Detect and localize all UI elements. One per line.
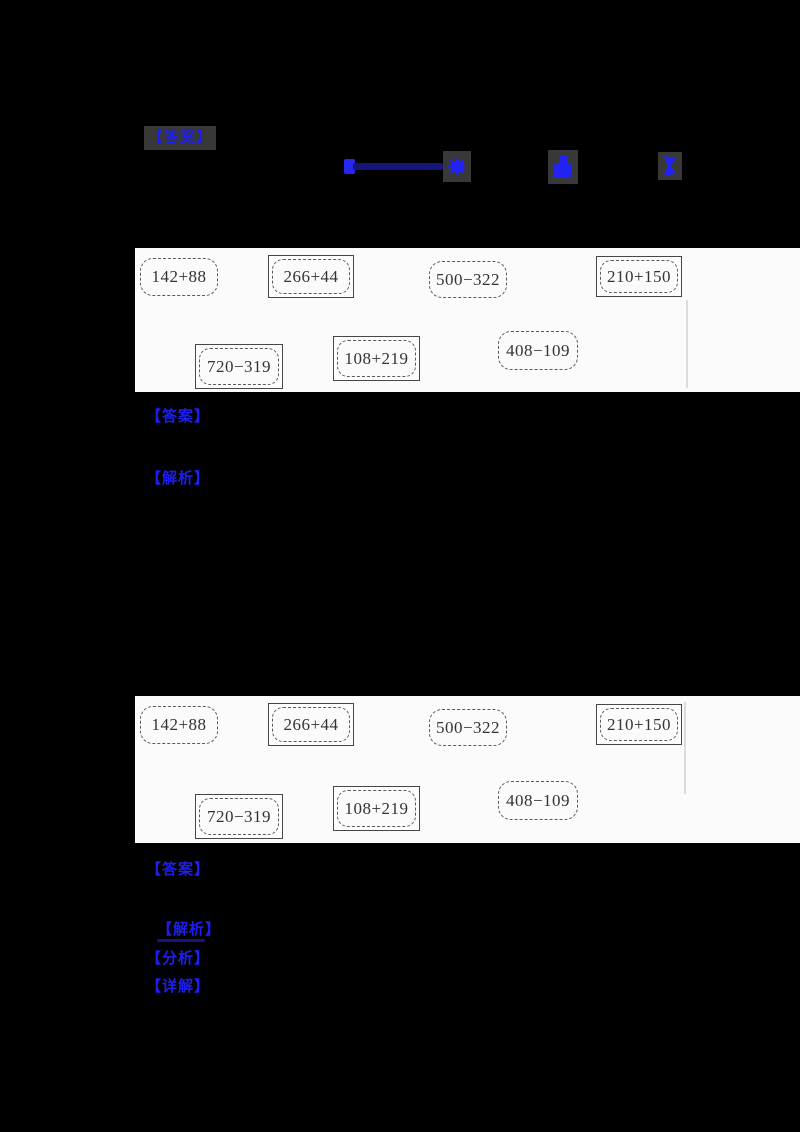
house-mark-highlight — [548, 150, 578, 184]
label-underline-bar — [157, 939, 205, 942]
detail-label: 【详解】 — [146, 978, 211, 995]
expression-box: 408−109 — [498, 331, 578, 370]
worksheet-image-panel-2: 142+88 266+44 500−322 210+150 720−319 10… — [135, 696, 800, 843]
expression-box-circled: 266+44 — [268, 255, 354, 298]
expression-text: 720−319 — [199, 798, 279, 835]
expression-text: 108+219 — [337, 790, 416, 827]
expression-box: 500−322 — [429, 709, 507, 746]
bracket-mark-icon — [664, 156, 676, 176]
expression-box: 500−322 — [429, 261, 507, 298]
expression-text: 108+219 — [337, 340, 416, 377]
expression-text: 142+88 — [140, 258, 218, 296]
expression-box-circled: 210+150 — [596, 704, 682, 745]
expression-text: 266+44 — [272, 259, 350, 294]
expression-box: 142+88 — [140, 706, 218, 744]
expression-text: 266+44 — [272, 707, 350, 742]
bracket-mark-highlight — [658, 152, 682, 180]
answer-label: 【答案】 — [146, 861, 211, 878]
analysis-label: 【解析】 — [157, 921, 222, 938]
answer-lead-mark — [344, 159, 355, 174]
scan-edge-line — [684, 702, 686, 794]
expression-text: 210+150 — [600, 260, 678, 293]
expression-box-circled: 720−319 — [195, 344, 283, 389]
house-mark-icon — [554, 156, 572, 178]
expression-box: 142+88 — [140, 258, 218, 296]
answer-label: 【答案】 — [144, 126, 217, 150]
expression-box-circled: 108+219 — [333, 786, 420, 831]
expression-text: 500−322 — [429, 709, 507, 746]
scan-edge-line — [686, 300, 688, 388]
flower-mark-icon — [447, 157, 467, 176]
expression-text: 408−109 — [498, 781, 578, 820]
expression-text: 210+150 — [600, 708, 678, 741]
expression-box-circled: 108+219 — [333, 336, 420, 381]
expression-text: 142+88 — [140, 706, 218, 744]
flower-mark-highlight — [443, 151, 471, 182]
worksheet-image-panel-1: 142+88 266+44 500−322 210+150 720−319 10… — [135, 248, 800, 392]
analysis-label: 【解析】 — [146, 470, 211, 487]
expression-text: 500−322 — [429, 261, 507, 298]
expression-box-circled: 210+150 — [596, 256, 682, 297]
breakdown-label: 【分析】 — [146, 950, 211, 967]
expression-text: 720−319 — [199, 348, 279, 385]
expression-box: 408−109 — [498, 781, 578, 820]
answer-underline-bar — [353, 163, 443, 170]
expression-text: 408−109 — [498, 331, 578, 370]
answer-label: 【答案】 — [146, 408, 211, 425]
expression-box-circled: 720−319 — [195, 794, 283, 839]
expression-box-circled: 266+44 — [268, 703, 354, 746]
